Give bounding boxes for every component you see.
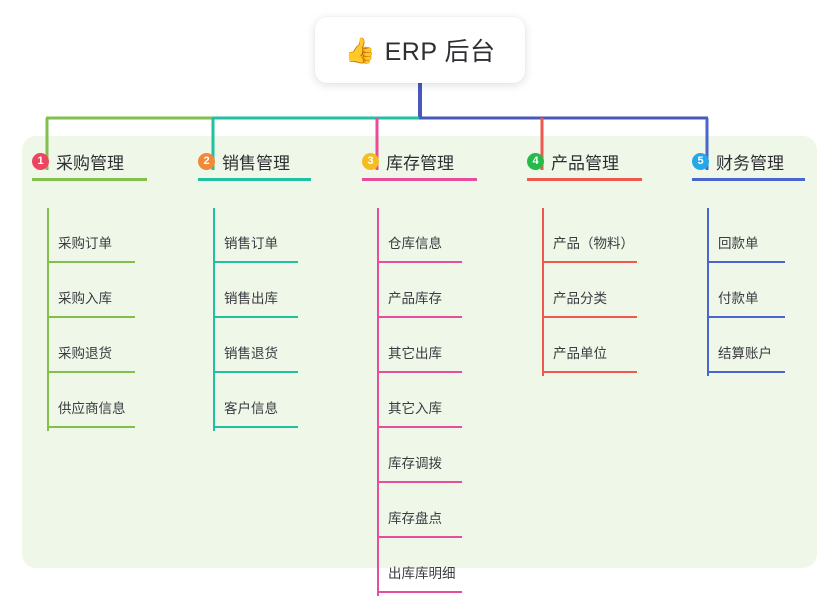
thumbs-up-icon: 👍 [344, 35, 376, 65]
branch-column-2: 2 销售管理销售订单销售出库销售退货客户信息 [198, 146, 311, 431]
branch-item[interactable]: 产品单位 [527, 322, 652, 377]
branch-item-label: 库存盘点 [388, 511, 442, 526]
branch-item-underline [377, 481, 462, 483]
branch-item[interactable]: 供应商信息 [32, 377, 150, 432]
branch-item[interactable]: 采购退货 [32, 322, 150, 377]
branch-item-label: 产品（物料） [553, 236, 634, 251]
branch-title-2: 销售管理 [222, 153, 290, 173]
branch-item-label: 出库库明细 [388, 566, 456, 581]
branch-item-underline [377, 591, 462, 593]
branch-item-label: 销售出库 [224, 291, 278, 306]
branch-item-underline [47, 261, 135, 263]
branch-item[interactable]: 产品分类 [527, 267, 652, 322]
branch-underline-3 [362, 178, 477, 181]
branch-item-label: 产品分类 [553, 291, 607, 306]
branch-column-4: 4 产品管理产品（物料） 产品分类产品单位 [527, 146, 642, 376]
branch-item-label: 采购入库 [58, 291, 112, 306]
root-title: ERP 后台 [384, 38, 496, 66]
branch-item-underline [542, 261, 637, 263]
branch-item[interactable]: 销售退货 [198, 322, 313, 377]
branch-item[interactable]: 结算账户 [692, 322, 800, 377]
branch-item-label: 付款单 [718, 291, 759, 306]
branch-item-underline [542, 316, 637, 318]
branch-title-1: 采购管理 [56, 153, 124, 173]
branch-item-label: 销售退货 [224, 346, 278, 361]
branch-item[interactable]: 销售出库 [198, 267, 313, 322]
branch-item[interactable]: 采购订单 [32, 212, 150, 267]
branch-item-underline [542, 371, 637, 373]
branch-badge-1: 1 [32, 152, 49, 170]
branch-spine-2 [213, 208, 215, 431]
branch-column-3: 3 库存管理仓库信息产品库存其它出库其它入库库存调拨库存盘点出库库明细 [362, 146, 477, 596]
branch-item-underline [377, 426, 462, 428]
branch-badge-4: 4 [527, 152, 544, 170]
branch-header-4[interactable]: 4 产品管理 [527, 146, 619, 176]
branch-item[interactable]: 其它出库 [362, 322, 477, 377]
branch-title-4: 产品管理 [551, 153, 619, 173]
branch-title-5: 财务管理 [716, 153, 784, 173]
branch-item-label: 其它出库 [388, 346, 442, 361]
branch-item-label: 仓库信息 [388, 236, 442, 251]
branch-item-label: 产品单位 [553, 346, 607, 361]
branch-item-label: 供应商信息 [58, 401, 126, 416]
branch-header-3[interactable]: 3 库存管理 [362, 146, 454, 176]
branch-item[interactable]: 产品库存 [362, 267, 477, 322]
branch-spine-4 [542, 208, 544, 376]
branch-title-3: 库存管理 [386, 153, 454, 173]
branch-item[interactable]: 出库库明细 [362, 542, 477, 597]
branch-badge-5: 5 [692, 152, 709, 170]
branch-item-underline [377, 371, 462, 373]
branch-item-label: 其它入库 [388, 401, 442, 416]
diagram-background-panel [22, 136, 817, 568]
branch-badge-3: 3 [362, 152, 379, 170]
branch-header-1[interactable]: 1 采购管理 [32, 146, 124, 176]
branch-item-label: 采购订单 [58, 236, 112, 251]
branch-underline-2 [198, 178, 311, 181]
branch-item-underline [377, 316, 462, 318]
root-node[interactable]: 👍 ERP 后台 [315, 17, 525, 83]
branch-underline-1 [32, 178, 147, 181]
branch-spine-5 [707, 208, 709, 376]
branch-spine-3 [377, 208, 379, 596]
branch-item-label: 结算账户 [718, 346, 772, 361]
branch-item[interactable]: 销售订单 [198, 212, 313, 267]
branch-item-label: 采购退货 [58, 346, 112, 361]
branch-item[interactable]: 客户信息 [198, 377, 313, 432]
branch-item[interactable]: 库存盘点 [362, 487, 477, 542]
branch-item-label: 客户信息 [224, 401, 278, 416]
branch-item-label: 产品库存 [388, 291, 442, 306]
branch-item-underline [707, 371, 785, 373]
branch-header-5[interactable]: 5 财务管理 [692, 146, 784, 176]
branch-item[interactable]: 采购入库 [32, 267, 150, 322]
branch-item-underline [377, 261, 462, 263]
branch-item-underline [213, 316, 298, 318]
branch-item-underline [47, 426, 135, 428]
branch-item[interactable]: 其它入库 [362, 377, 477, 432]
branch-item[interactable]: 付款单 [692, 267, 800, 322]
branch-item[interactable]: 回款单 [692, 212, 800, 267]
branch-badge-2: 2 [198, 152, 215, 170]
branch-header-2[interactable]: 2 销售管理 [198, 146, 290, 176]
branch-column-1: 1 采购管理采购订单采购入库采购退货供应商信息 [32, 146, 147, 431]
branch-item-underline [213, 261, 298, 263]
branch-item-underline [213, 371, 298, 373]
branch-item-label: 销售订单 [224, 236, 278, 251]
branch-underline-4 [527, 178, 642, 181]
branch-column-5: 5 财务管理回款单付款单结算账户 [692, 146, 805, 376]
branch-item[interactable]: 仓库信息 [362, 212, 477, 267]
branch-item-underline [213, 426, 298, 428]
branch-item-underline [377, 536, 462, 538]
branch-item-underline [707, 316, 785, 318]
branch-item-underline [707, 261, 785, 263]
branch-item-underline [47, 371, 135, 373]
branch-item-label: 回款单 [718, 236, 759, 251]
branch-spine-1 [47, 208, 49, 431]
branch-item[interactable]: 产品（物料） [527, 212, 652, 267]
branch-item-underline [47, 316, 135, 318]
branch-item[interactable]: 库存调拨 [362, 432, 477, 487]
branch-underline-5 [692, 178, 805, 181]
branch-item-label: 库存调拨 [388, 456, 442, 471]
